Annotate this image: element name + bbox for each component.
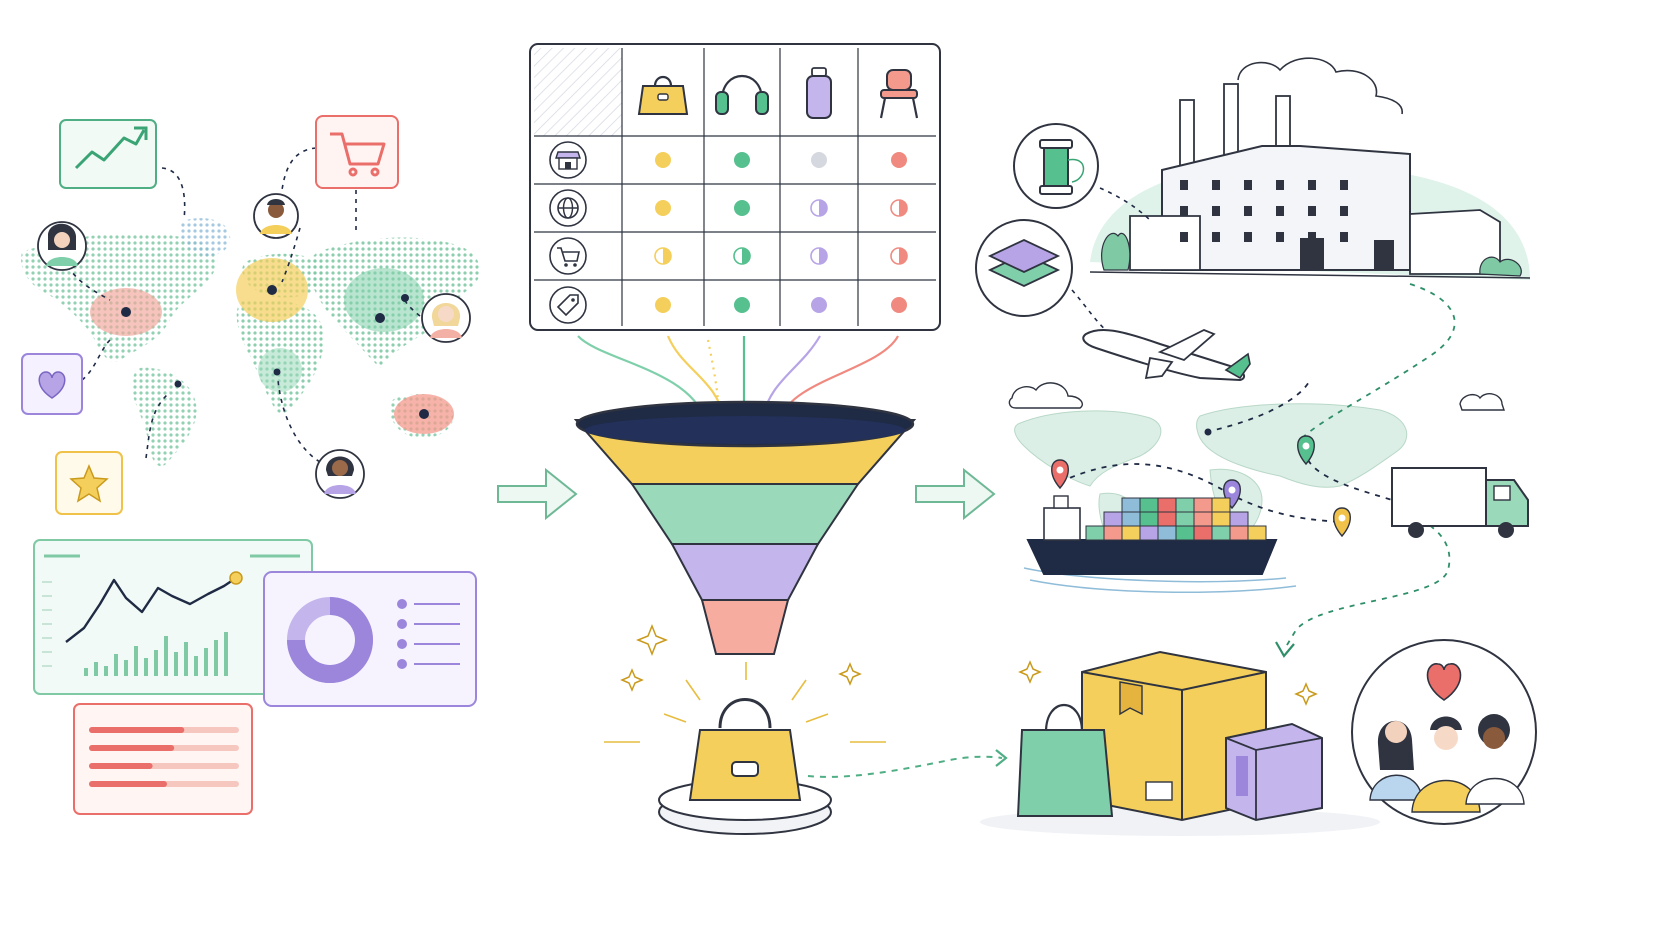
line-chart-dashboard [33, 539, 313, 695]
supply-connectors [1071, 187, 1153, 333]
water-bottle-icon [806, 67, 832, 119]
avatar [253, 193, 299, 239]
matrix-cell-indicator [890, 199, 908, 217]
matrix-cell-indicator [811, 297, 827, 313]
flow-arrow-right [497, 467, 578, 521]
selection-funnel [573, 400, 917, 655]
shopping-bag-icon [1016, 704, 1114, 817]
rating-card [55, 451, 123, 515]
shopping-cart-icon [549, 237, 587, 275]
region-highlight-africa [258, 348, 302, 392]
progress-bars-card [73, 703, 253, 815]
region-highlight-asia [344, 268, 424, 332]
map-marker [267, 285, 277, 295]
map-marker [401, 294, 409, 302]
world-map-dotted [21, 218, 480, 467]
globe-icon [549, 189, 587, 227]
clouds [1008, 382, 1505, 411]
continent-greenland [178, 218, 231, 256]
map-marker [273, 368, 281, 376]
customer-person [1411, 716, 1481, 813]
map-pin-icon [1333, 507, 1351, 538]
map-marker [121, 307, 131, 317]
route-node [1204, 428, 1212, 436]
matrix-cell-indicator [655, 297, 671, 313]
shopping-cart-icon [330, 132, 386, 177]
star-icon [69, 464, 109, 503]
product-channel-matrix [529, 43, 941, 331]
handbag-icon [688, 698, 802, 801]
delivery-package-group [980, 650, 1380, 836]
cart-card [315, 115, 399, 189]
trend-card [59, 119, 157, 189]
map-connectors [63, 147, 421, 463]
matrix-cell-indicator [810, 199, 828, 217]
funnel-band-coral [700, 599, 790, 655]
matrix-cell-indicator [655, 152, 671, 168]
customer-person [1465, 714, 1525, 805]
map-pin-icon [1051, 459, 1069, 490]
headphones-icon [715, 75, 769, 115]
highlight-point [229, 571, 243, 585]
chair-icon [879, 69, 919, 119]
matrix-cell-indicator [734, 297, 750, 313]
cargo-ship-icon [1023, 495, 1297, 593]
handbag-icon [637, 75, 689, 115]
avatar [315, 449, 365, 499]
thread-spool-icon [1039, 139, 1085, 195]
matrix-cell-indicator [654, 247, 672, 265]
winning-product [658, 698, 832, 835]
map-marker [419, 409, 429, 419]
avatar [421, 293, 471, 343]
price-tag-icon [549, 286, 587, 324]
donut-chart-dashboard [263, 571, 477, 707]
matrix-cell-indicator [655, 200, 671, 216]
purple-box-icon [1225, 722, 1323, 822]
favorite-card [21, 353, 83, 415]
flow-arrow-right [915, 467, 996, 521]
matrix-cell-indicator [733, 247, 751, 265]
continent-south-america [131, 367, 197, 467]
matrix-cell-indicator [891, 152, 907, 168]
airplane-icon [1082, 328, 1251, 382]
matrix-cell-indicator [891, 297, 907, 313]
trend-up-icon [74, 129, 146, 170]
matrix-cell-indicator [734, 200, 750, 216]
funnel-band-purple [670, 543, 820, 601]
smoke-cloud [1237, 57, 1403, 115]
map-pin-icon [1297, 435, 1315, 466]
thread-spool-badge [1013, 123, 1099, 209]
truck-icon [1391, 467, 1529, 538]
matrix-cell-indicator [890, 247, 908, 265]
matrix-cell-indicator [734, 152, 750, 168]
map-marker [375, 313, 385, 323]
factory-scene [1089, 57, 1531, 280]
fabric-layers-icon [987, 239, 1061, 287]
fabric-layers-badge [975, 219, 1073, 317]
map-marker [174, 380, 182, 388]
storefront-icon [549, 141, 587, 179]
customer-person [1369, 720, 1423, 801]
sparkles [620, 623, 1318, 706]
funnel-band-green [630, 483, 860, 545]
glow-rays [604, 662, 886, 743]
avatar [37, 221, 87, 271]
product-to-delivery-connector [807, 755, 1003, 778]
heart-icon [1426, 663, 1462, 701]
matrix-cell-indicator [810, 247, 828, 265]
matrix-cell-indicator [811, 152, 827, 168]
happy-customers-badge [1351, 639, 1537, 825]
heart-icon [38, 371, 66, 399]
